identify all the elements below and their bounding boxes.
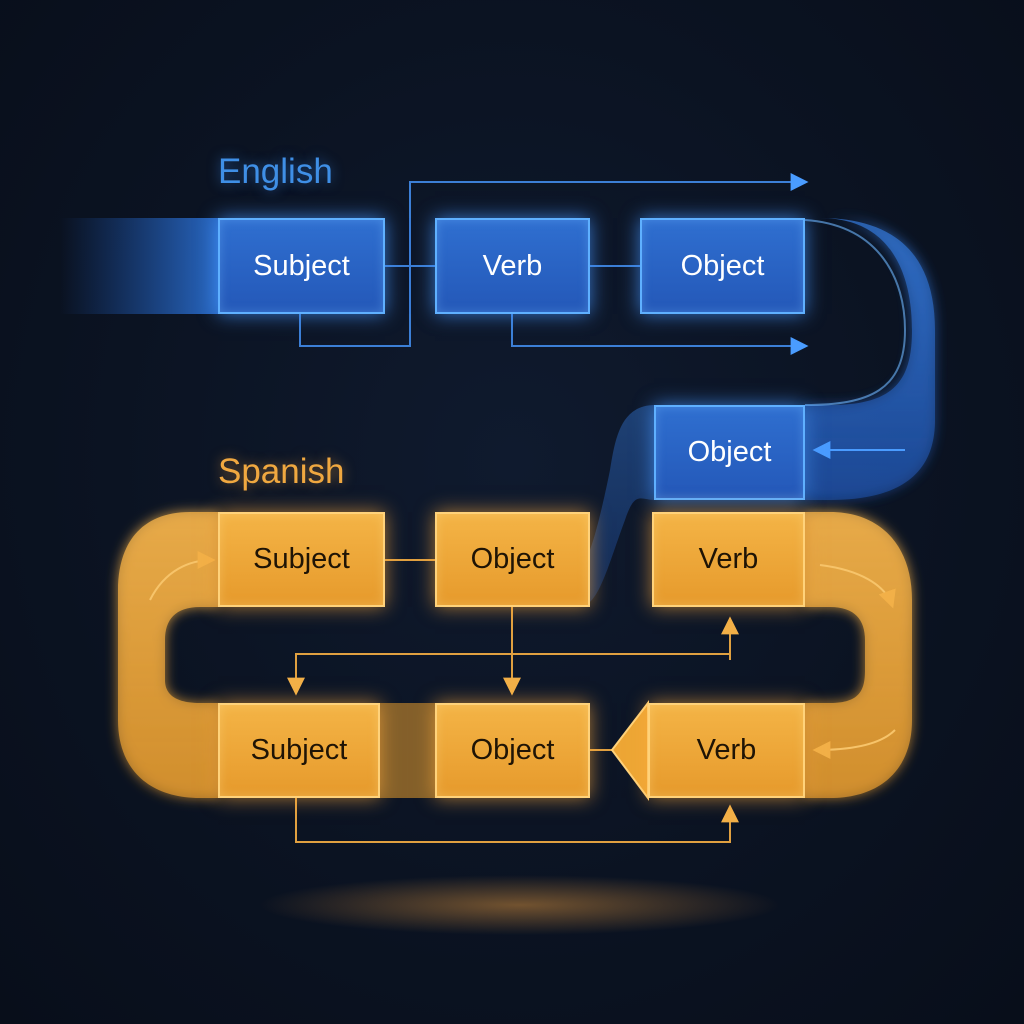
spanish-row1-verb-box: Verb: [652, 512, 805, 607]
spanish-bridge: [380, 703, 440, 798]
english-object-box: Object: [640, 218, 805, 314]
arrow-en-bottom: [511, 314, 809, 355]
transition-object-box: Object: [654, 405, 805, 500]
arrow-es-right-down: [819, 564, 896, 609]
spanish-row1-subject-box: Subject: [218, 512, 385, 607]
english-ribbon: [805, 218, 935, 500]
arrow-es-bottom-return: [295, 798, 739, 843]
arrow-es-verb-to-object: [503, 618, 731, 696]
transition-ribbon: [585, 405, 655, 605]
english-ribbon-band: [804, 219, 907, 406]
spanish-row1-object-box: Object: [435, 512, 590, 607]
spanish-row2-subject-box: Subject: [218, 703, 380, 798]
english-subject-box: Subject: [218, 218, 385, 314]
spanish-row2-object-box: Object: [435, 703, 590, 798]
english-input-beam: [60, 218, 220, 314]
arrow-es-object-to-subject: [287, 607, 513, 696]
english-verb-box: Verb: [435, 218, 590, 314]
english-label: English: [218, 152, 333, 191]
spanish-right-ribbon: [805, 512, 912, 798]
spanish-label: Spanish: [218, 452, 345, 491]
verb-chevron: [610, 700, 649, 801]
arrow-es-loop-in: [149, 551, 216, 601]
spanish-loop-ribbon: [118, 512, 218, 798]
floor-glow: [260, 875, 780, 935]
arrow-en-top: [299, 173, 809, 347]
arrow-es-right-in: [812, 729, 896, 759]
spanish-row2-verb-box: Verb: [648, 703, 805, 798]
